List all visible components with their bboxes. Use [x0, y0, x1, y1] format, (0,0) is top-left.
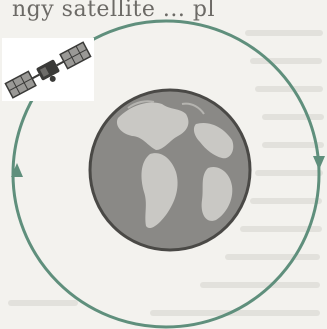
satellite-card	[2, 38, 94, 102]
earth-globe-icon	[90, 90, 250, 250]
arrow-down-icon	[313, 156, 325, 170]
